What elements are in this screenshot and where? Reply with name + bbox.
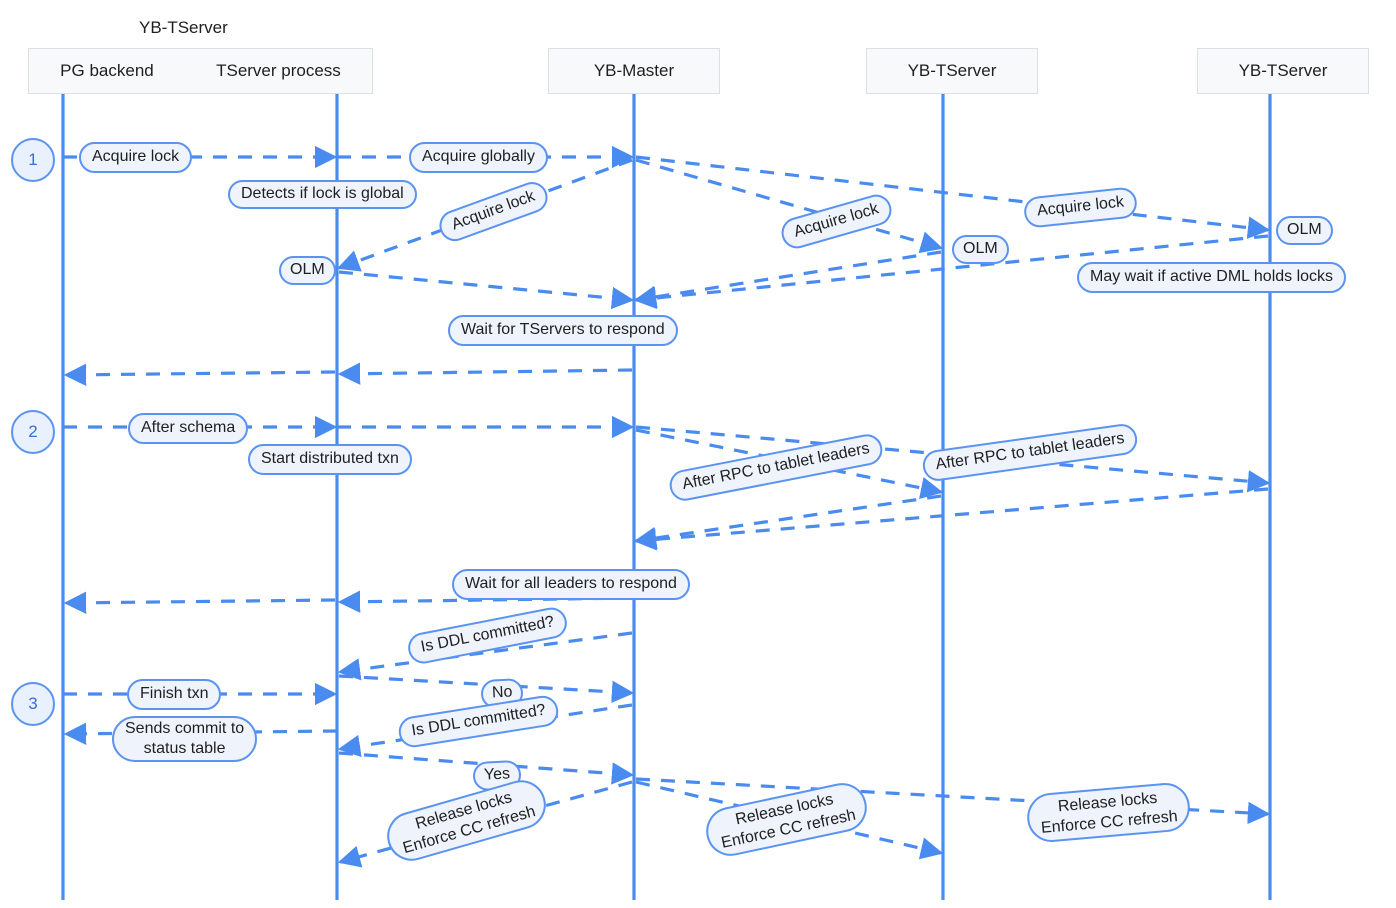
arrow-tserver2-to-master-rpc-return	[633, 494, 942, 550]
message-after-schema: After schema	[128, 413, 249, 444]
participant-header-yb-tserver-2: YB-TServer	[866, 48, 1038, 94]
participant-header-group: PG backend TServer process	[28, 48, 373, 94]
participant-label-pg-backend: PG backend	[60, 61, 154, 80]
message-olm-tserver3: OLM	[1276, 216, 1333, 245]
message-detects-if-lock-is-global: Detects if lock is global	[228, 180, 417, 209]
arrow-tserverproc-to-pg-return2	[63, 591, 336, 614]
participant-label-yb-master: YB-Master	[593, 61, 675, 80]
message-wait-for-tservers-to-respond: Wait for TServers to respond	[448, 315, 678, 346]
arrow-tserver3-to-master-response	[633, 234, 1269, 310]
participant-label-yb-tserver-3: YB-TServer	[1238, 61, 1328, 80]
message-acquire-lock-pg: Acquire lock	[79, 142, 193, 173]
group-title-yb-tserver: YB-TServer	[139, 18, 228, 37]
participant-header-yb-tserver-3: YB-TServer	[1197, 48, 1369, 94]
participant-header-yb-master: YB-Master	[548, 48, 720, 94]
participant-label-yb-tserver-2: YB-TServer	[907, 61, 997, 80]
arrow-tserverproc-to-pg-return1	[63, 363, 336, 386]
message-olm-tserver-proc: OLM	[279, 256, 336, 285]
step-marker-3: 3	[11, 682, 55, 726]
arrow-tserver2-to-master-response	[633, 250, 942, 308]
message-start-distributed-txn: Start distributed txn	[248, 444, 412, 475]
arrow-master-to-tserver3-acquire-lock	[635, 155, 1271, 239]
step-marker-1: 1	[11, 138, 55, 182]
message-olm-tserver2: OLM	[952, 235, 1009, 264]
arrow-master-to-tserver3-after-rpc	[635, 425, 1271, 493]
message-acquire-globally: Acquire globally	[409, 142, 548, 173]
arrow-tserver3-to-master-rpc-return	[633, 487, 1269, 551]
message-may-wait-if-active-dml-holds-locks: May wait if active DML holds locks	[1077, 262, 1347, 293]
arrow-master-to-tserver2-acquire-lock	[635, 158, 944, 254]
participant-label-tserver-process: TServer process	[216, 61, 341, 80]
message-sends-commit-to-status-table: Sends commit to status table	[112, 716, 258, 762]
arrow-master-to-tserverproc-return1	[337, 362, 633, 385]
message-wait-for-all-leaders-to-respond: Wait for all leaders to respond	[452, 569, 690, 600]
message-finish-txn: Finish txn	[127, 679, 222, 710]
step-marker-2: 2	[11, 410, 55, 454]
arrow-tserverproc-to-master-response	[338, 270, 635, 310]
